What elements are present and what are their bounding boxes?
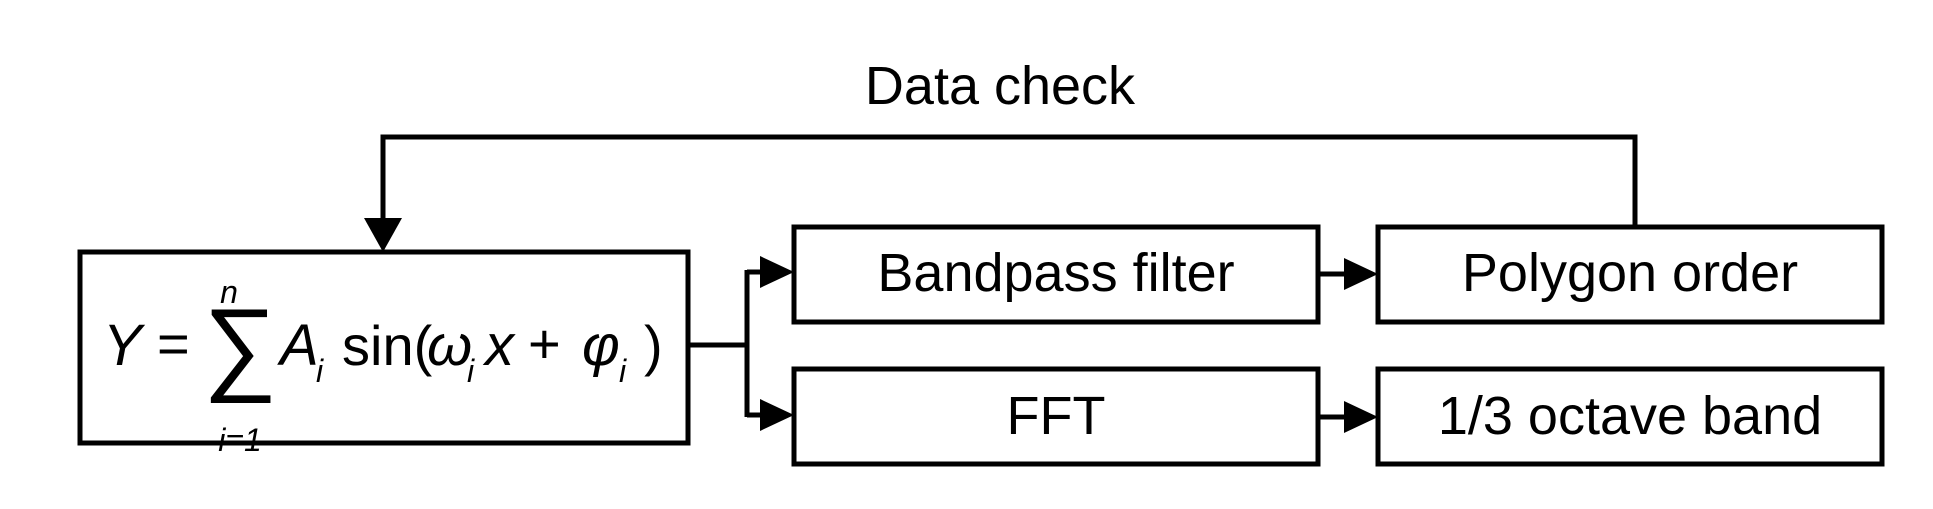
fft-label: FFT [1007,386,1106,446]
feedback-arrowhead [364,218,402,252]
fft-arrowhead [760,399,794,431]
formula-omega: ω [427,313,472,378]
formula-sin: sin( [342,314,433,377]
formula-phi-sub: i [619,353,627,389]
sine-sum-formula: Y = ∑ n i=1 A i sin( ω i x + φ i ) [103,274,663,458]
formula-plus: + [528,312,561,375]
formula-amplitude-sub: i [316,353,324,389]
octave-arrowhead [1344,401,1378,433]
formula-close-paren: ) [644,314,663,377]
formula-omega-sub: i [467,353,475,389]
polygon-arrowhead [1344,258,1378,290]
polygon-order-label: Polygon order [1462,243,1798,303]
formula-box [77,249,691,446]
octave-band-box [1375,366,1885,467]
feedback-loop-line [380,134,1638,227]
formula-sigma: ∑ [203,288,277,404]
data-check-label: Data check [865,56,1136,116]
formula-sum-upper: n [220,274,238,310]
bandpass-arrowhead [760,256,794,288]
polygon-order-box [1375,224,1885,325]
formula-sum-lower: i=1 [218,422,262,458]
octave-band-label: 1/3 octave band [1438,386,1822,446]
formula-equals: = [157,312,190,375]
formula-lhs: Y [103,313,146,378]
fft-box [791,366,1321,467]
formula-phi: φ [582,313,620,378]
formula-variable: x [482,313,516,378]
bandpass-filter-label: Bandpass filter [877,243,1234,303]
formula-amplitude: A [277,313,319,378]
bandpass-filter-box [791,224,1321,325]
